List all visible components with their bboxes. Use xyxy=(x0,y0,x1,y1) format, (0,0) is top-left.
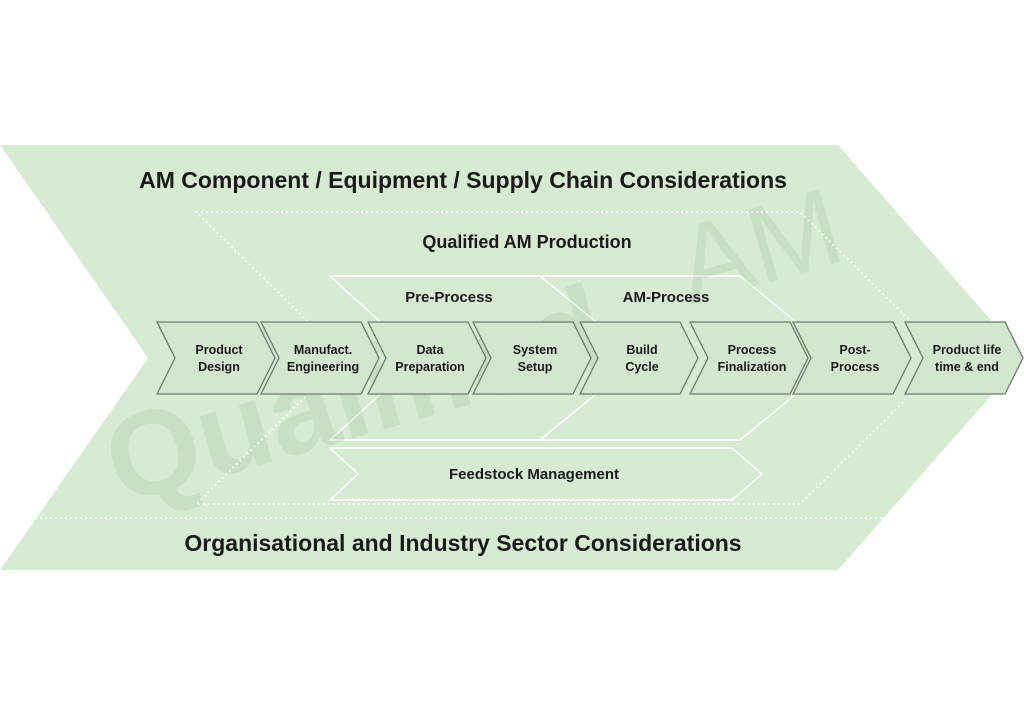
process-step-label: System xyxy=(513,343,557,357)
process-step: Manufact. Engineering xyxy=(259,321,380,395)
process-step-label: Engineering xyxy=(287,360,359,374)
process-step-label: Preparation xyxy=(395,360,464,374)
process-step-label: Process xyxy=(831,360,880,374)
process-step-label: Design xyxy=(198,360,240,374)
process-step-label: Product life xyxy=(933,343,1002,357)
process-step-label: Manufact. xyxy=(294,343,352,357)
feedstock-arrow xyxy=(328,447,764,501)
process-step-chevron xyxy=(259,321,380,395)
process-step-chevron xyxy=(471,321,592,395)
process-step-label: time & end xyxy=(935,360,999,374)
process-step-chevron xyxy=(155,321,276,395)
am-process-title: AM-Process xyxy=(623,289,710,306)
process-step-chevron xyxy=(688,321,809,395)
process-step-label: Cycle xyxy=(625,360,658,374)
process-step-label: Build xyxy=(626,343,657,357)
pre-process-title: Pre-Process xyxy=(405,289,493,306)
outer-title: AM Component / Equipment / Supply Chain … xyxy=(139,167,787,193)
process-step-label: Process xyxy=(728,343,777,357)
feedstock-title: Feedstock Management xyxy=(449,466,619,483)
process-step-chevron xyxy=(366,321,487,395)
process-step-chevron xyxy=(791,321,912,395)
process-step-label: Product xyxy=(195,343,243,357)
process-step-label: Post- xyxy=(839,343,870,357)
qualified-production-title: Qualified AM Production xyxy=(422,232,631,252)
process-step-chevron xyxy=(578,321,699,395)
process-step-chevron xyxy=(903,321,1024,395)
process-step-label: Finalization xyxy=(718,360,787,374)
bottom-title: Organisational and Industry Sector Consi… xyxy=(184,530,741,556)
process-step: Post- Process xyxy=(791,321,912,395)
process-step-label: Data xyxy=(416,343,444,357)
process-step-label: Setup xyxy=(518,360,553,374)
process-step: Product life time & end xyxy=(903,321,1024,395)
